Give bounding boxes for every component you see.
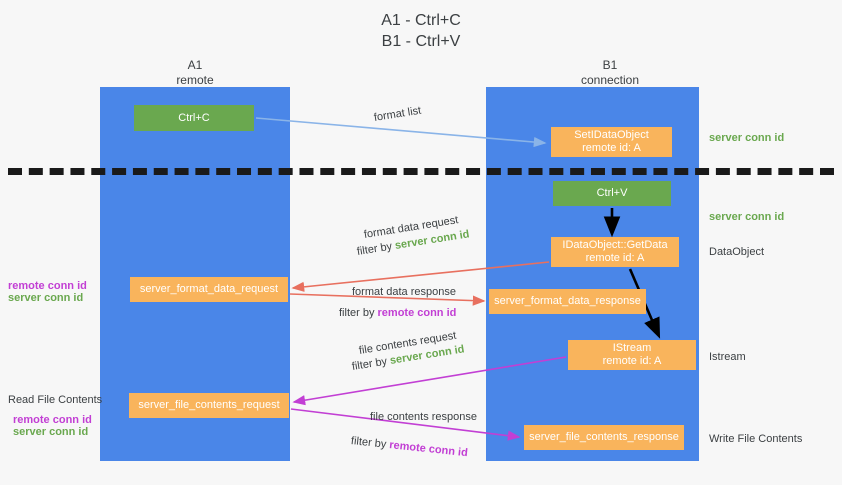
box-ctrl-v-label: Ctrl+V	[596, 187, 628, 199]
box-ctrl-v[interactable]: Ctrl+V	[553, 181, 671, 206]
title-line-1: A1 - Ctrl+C	[381, 12, 461, 29]
annotation-data-object: DataObject	[709, 246, 765, 258]
lane-header-a1-sub: remote	[176, 73, 214, 87]
box-get-data-line2: remote id: A	[585, 252, 645, 264]
annotation-write-file-contents: Write File Contents	[709, 433, 803, 445]
box-server-file-contents-request[interactable]: server_file_contents_request	[129, 393, 289, 418]
box-server-file-contents-response[interactable]: server_file_contents_response	[524, 425, 684, 450]
annotation-server-conn-id-mid: server conn id	[709, 211, 785, 223]
filter-value-remote-conn-id: remote conn id	[388, 439, 469, 460]
box-set-data-object[interactable]: SetIDataObject remote id: A	[551, 127, 672, 157]
label-file-contents-response: file contents response	[370, 411, 478, 423]
title-line-2: B1 - Ctrl+V	[381, 33, 461, 50]
filter-value-remote-conn-id: remote conn id	[377, 307, 457, 319]
annotation-server-conn-id-1: server conn id	[8, 292, 84, 304]
annotation-remote-conn-id-2: remote conn id	[13, 414, 92, 426]
filter-prefix: filter by	[350, 435, 390, 451]
filter-prefix: filter by	[339, 307, 378, 319]
box-server-file-contents-response-label: server_file_contents_response	[529, 431, 679, 443]
label-format-data-response: format data response	[352, 286, 456, 298]
annotation-server-conn-id-2: server conn id	[13, 426, 89, 438]
phase-separator-dashed-line	[8, 168, 834, 175]
lane-header-b1: B1 connection	[535, 58, 685, 88]
label-file-contents-response-filter: filter by remote conn id	[350, 434, 468, 460]
filter-prefix: filter by	[351, 355, 391, 373]
lane-header-b1-name: B1	[602, 58, 618, 72]
lane-header-b1-sub: connection	[580, 73, 640, 87]
box-server-file-contents-request-label: server_file_contents_request	[138, 399, 280, 411]
box-set-data-object-line2: remote id: A	[582, 142, 641, 154]
box-set-data-object-line1: SetIDataObject	[574, 129, 649, 141]
label-format-list: format list	[373, 104, 423, 124]
box-istream-line1: IStream	[612, 342, 652, 354]
box-server-format-data-request-label: server_format_data_request	[139, 283, 279, 295]
page-title: A1 - Ctrl+C B1 - Ctrl+V	[0, 10, 842, 52]
lane-header-a1: A1 remote	[120, 58, 270, 88]
annotation-read-file-contents: Read File Contents	[8, 394, 103, 406]
box-ctrl-c[interactable]: Ctrl+C	[134, 105, 254, 131]
filter-prefix: filter by	[356, 240, 396, 258]
box-ctrl-c-label: Ctrl+C	[178, 111, 210, 124]
box-server-format-data-response[interactable]: server_format_data_response	[489, 289, 646, 314]
box-server-format-data-response-label: server_format_data_response	[494, 295, 641, 307]
annotation-istream: Istream	[709, 351, 746, 363]
box-get-data[interactable]: IDataObject::GetData remote id: A	[551, 237, 679, 267]
label-format-data-response-filter: filter by remote conn id	[339, 306, 456, 320]
box-istream-line2: remote id: A	[602, 355, 662, 367]
box-istream[interactable]: IStream remote id: A	[568, 340, 696, 370]
box-server-format-data-request[interactable]: server_format_data_request	[130, 277, 288, 302]
annotation-server-conn-id-top: server conn id	[709, 132, 785, 144]
lane-header-a1-name: A1	[187, 58, 203, 72]
annotation-remote-conn-id-1: remote conn id	[8, 280, 87, 292]
box-get-data-line1: IDataObject::GetData	[562, 239, 668, 251]
